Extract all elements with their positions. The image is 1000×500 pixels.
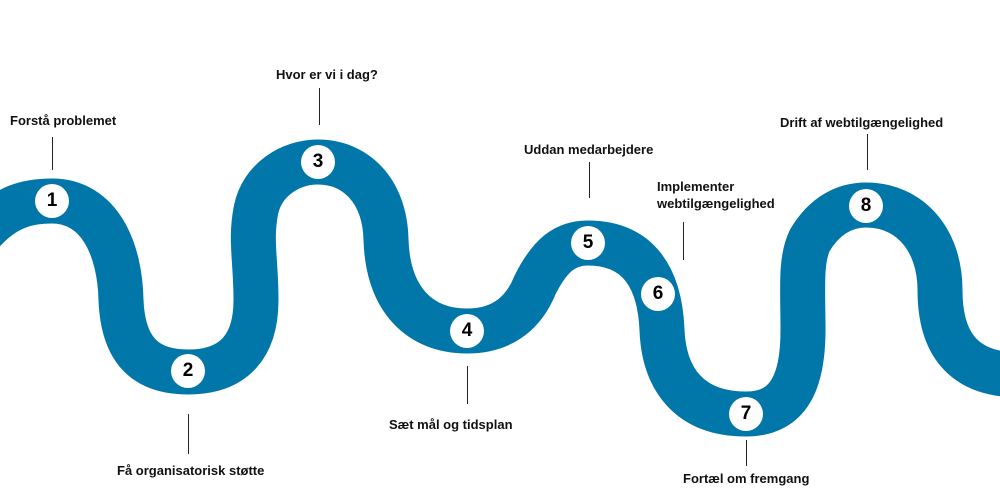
connector-line-8: [867, 134, 868, 170]
connector-line-1: [52, 137, 53, 170]
step-4-marker: 4: [450, 314, 484, 348]
step-7-marker: 7: [729, 397, 763, 431]
step-4-label: Sæt mål og tidsplan: [389, 417, 513, 432]
step-1-marker: 1: [35, 184, 69, 218]
connector-line-5: [589, 162, 590, 198]
step-6-label: Implementer webtilgængelighed: [657, 178, 775, 212]
step-5-marker: 5: [571, 226, 605, 260]
connector-line-4: [467, 366, 468, 404]
step-6-label-line1: Implementer: [657, 179, 735, 194]
step-6-marker: 6: [641, 277, 675, 311]
step-3-label: Hvor er vi i dag?: [276, 67, 378, 82]
step-8-label: Drift af webtilgængelighed: [780, 115, 944, 130]
connector-line-6: [683, 222, 684, 260]
connector-line-2: [188, 414, 189, 454]
step-3-marker: 3: [301, 145, 335, 179]
step-6-label-line2: webtilgængelighed: [657, 196, 775, 211]
road-path: [0, 139, 1000, 437]
step-2-label: Få organisatorisk støtte: [117, 463, 265, 478]
step-7-label: Fortæl om fremgang: [683, 471, 810, 486]
step-5-label: Uddan medarbejdere: [524, 142, 654, 157]
step-8-marker: 8: [849, 189, 883, 223]
connector-line-3: [319, 88, 320, 125]
step-1-label: Forstå problemet: [10, 113, 117, 128]
step-2-marker: 2: [171, 354, 205, 388]
connector-line-7: [746, 440, 747, 466]
